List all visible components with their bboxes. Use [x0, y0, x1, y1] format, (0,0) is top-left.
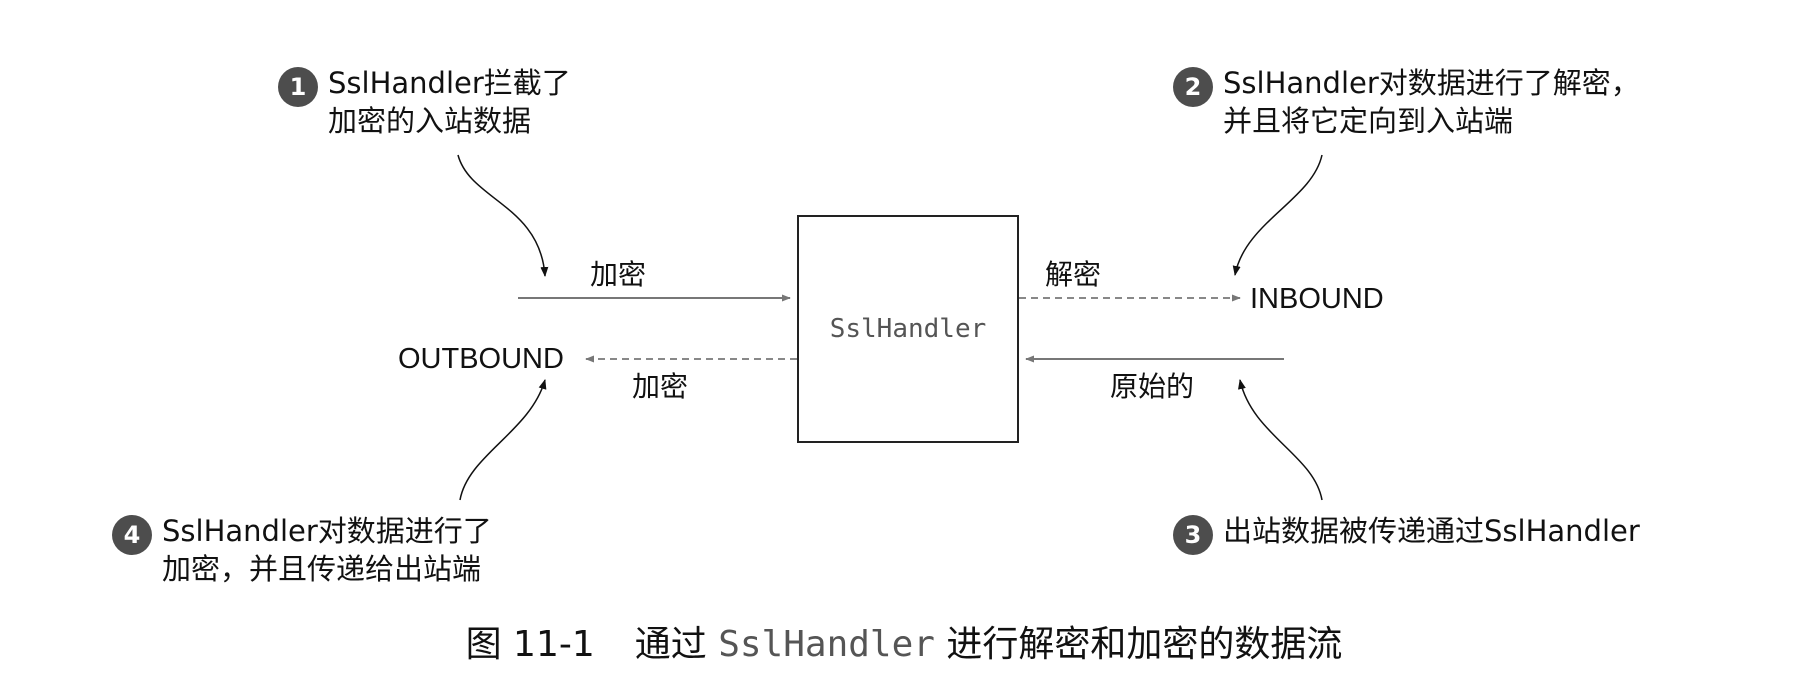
- callout-2-text: SslHandler对数据进行了解密， 并且将它定向到入站端: [1223, 64, 1640, 140]
- inbound-label: INBOUND: [1250, 283, 1384, 315]
- callout-3: 3 出站数据被传递通过SslHandler: [1173, 512, 1640, 555]
- callout-3-text: 出站数据被传递通过SslHandler: [1223, 512, 1640, 550]
- callout-4-line-1: SslHandler对数据进行了: [162, 514, 492, 548]
- figure-number: 图 11-1: [465, 624, 595, 665]
- callout-3-line-1: 出站数据被传递通过SslHandler: [1223, 514, 1640, 548]
- callout-1-pointer: [457, 154, 549, 277]
- callout-2-line-2: 并且将它定向到入站端: [1223, 104, 1514, 138]
- callout-4-text: SslHandler对数据进行了 加密，并且传递给出站端: [162, 512, 492, 588]
- callout-1-text: SslHandler拦截了 加密的入站数据: [328, 64, 571, 140]
- outbound-label: OUTBOUND: [398, 343, 564, 375]
- callout-2: 2 SslHandler对数据进行了解密， 并且将它定向到入站端: [1173, 64, 1640, 140]
- callout-4-number-badge: 4: [112, 515, 152, 555]
- callout-1: 1 SslHandler拦截了 加密的入站数据: [278, 64, 571, 140]
- caption-text-before: 通过: [634, 624, 719, 665]
- callout-1-number-badge: 1: [278, 67, 318, 107]
- callout-2-line-1: SslHandler对数据进行了解密，: [1223, 66, 1640, 100]
- caption-code: SslHandler: [718, 624, 935, 665]
- edge-label-original: 原始的: [1110, 370, 1195, 403]
- figure-caption: 图 11-1 通过 SslHandler 进行解密和加密的数据流: [0, 615, 1808, 667]
- callout-3-pointer: [1238, 379, 1323, 501]
- edge-label-encrypted-in: 加密: [590, 258, 647, 291]
- ssl-handler-box-label: SslHandler: [829, 314, 987, 344]
- ssl-handler-box: SslHandler: [797, 215, 1019, 443]
- callout-1-line-1: SslHandler拦截了: [328, 66, 571, 100]
- callout-2-number-badge: 2: [1173, 67, 1213, 107]
- callout-4: 4 SslHandler对数据进行了 加密，并且传递给出站端: [112, 512, 492, 588]
- edge-label-decrypted: 解密: [1045, 258, 1102, 291]
- callout-1-line-2: 加密的入站数据: [328, 104, 532, 138]
- callout-3-number-badge: 3: [1173, 515, 1213, 555]
- callout-4-line-2: 加密，并且传递给出站端: [162, 552, 482, 586]
- caption-text-after: 进行解密和加密的数据流: [934, 624, 1343, 665]
- edge-label-encrypted-out: 加密: [632, 370, 689, 403]
- callout-2-pointer: [1232, 154, 1323, 276]
- callout-4-pointer: [459, 379, 547, 501]
